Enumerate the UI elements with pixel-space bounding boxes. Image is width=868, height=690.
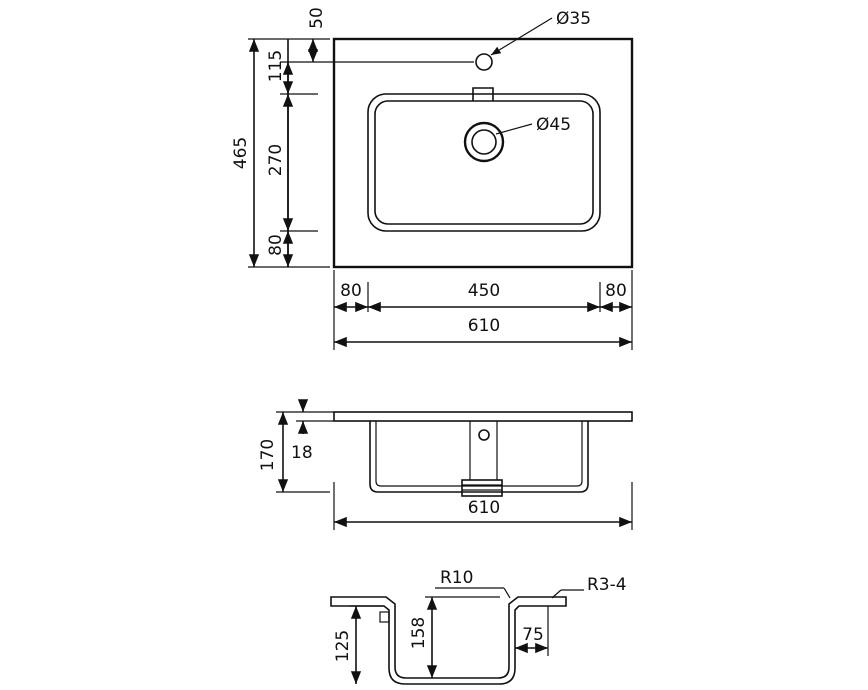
dim-158: 158 <box>409 617 429 649</box>
dim-125: 125 <box>333 630 353 662</box>
section-view: R10 R3-4 125 158 75 <box>330 568 627 685</box>
section-profile <box>330 596 567 685</box>
front-view: 170 18 610 <box>258 399 633 530</box>
front-bowl <box>369 421 589 493</box>
bowl-outer <box>367 93 601 232</box>
dim-465: 465 <box>231 137 251 169</box>
dim-80-right: 80 <box>605 281 627 301</box>
dim-610-front: 610 <box>468 498 500 518</box>
radius-r3-4: R3-4 <box>587 575 627 595</box>
dim-18: 18 <box>291 443 313 463</box>
drain-hole-outer <box>463 121 505 163</box>
front-top-slab <box>333 411 633 422</box>
dim-50: 50 <box>307 7 327 29</box>
top-view: Ø35 Ø45 465 50 115 270 80 80 450 80 6 <box>231 7 634 350</box>
section-detail <box>379 611 390 623</box>
bowl-inner <box>374 100 594 225</box>
front-overflow-hole <box>478 429 490 441</box>
radius-r10: R10 <box>440 568 473 588</box>
overflow-slot <box>472 87 494 101</box>
dim-450: 450 <box>468 281 500 301</box>
drain-hole-inner <box>471 129 497 155</box>
dim-270: 270 <box>266 144 286 176</box>
drain-diameter: Ø45 <box>536 115 571 135</box>
dim-75: 75 <box>522 625 544 645</box>
basin-outline <box>332 37 634 269</box>
tap-hole <box>475 53 493 71</box>
front-drain <box>461 479 503 497</box>
dim-115: 115 <box>266 50 286 82</box>
dim-610-top: 610 <box>468 316 500 336</box>
dim-170: 170 <box>258 439 278 471</box>
dim-80-bottom: 80 <box>266 234 286 256</box>
dim-80-left: 80 <box>340 281 362 301</box>
tap-hole-diameter: Ø35 <box>556 9 591 29</box>
